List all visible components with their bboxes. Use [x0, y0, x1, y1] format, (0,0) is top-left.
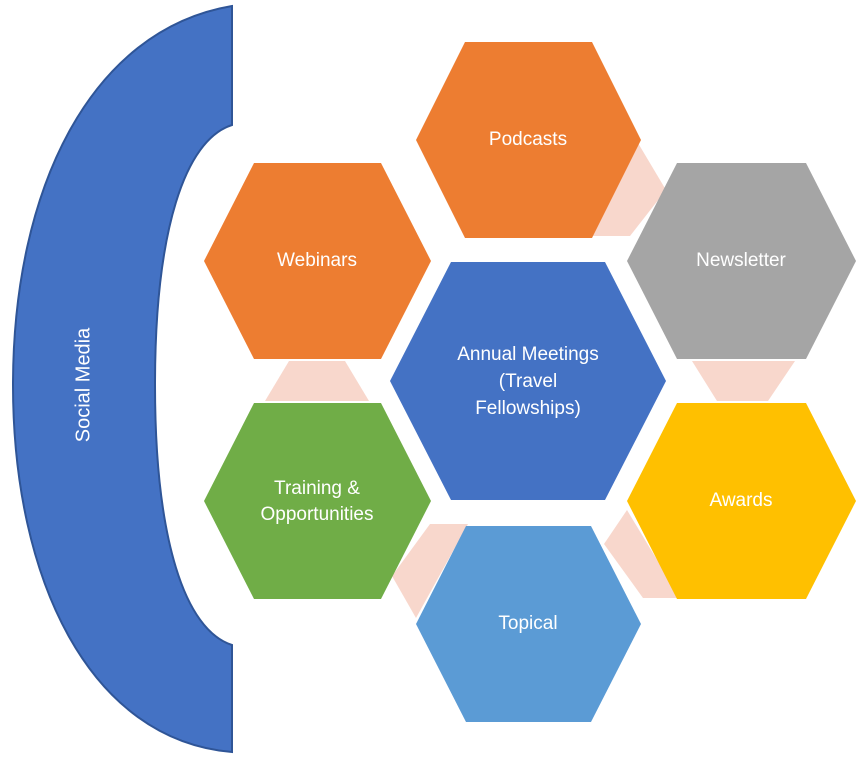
hexagon-newsletter: Newsletter [627, 163, 856, 359]
hexagon-training: Training & Opportunities [204, 403, 431, 599]
social-media-label: Social Media [72, 327, 94, 442]
hexagon-shape [204, 163, 431, 359]
hexagon-label-webinars: Webinars [277, 250, 357, 271]
hexagon-label-training-line1: Training & [274, 478, 360, 499]
connector-webinars-training [265, 361, 369, 401]
connector-podcasts-newsletter [592, 143, 666, 236]
hexagon-shape [627, 163, 856, 359]
connector-newsletter-awards [692, 361, 795, 401]
hexagon-label-newsletter: Newsletter [696, 250, 786, 271]
hexagon-shape [416, 42, 641, 238]
hexagon-topical: Topical [416, 526, 641, 722]
hexagon-label-awards: Awards [709, 490, 772, 511]
hexagon-awards: Awards [627, 403, 856, 599]
hexagon-shape [627, 403, 856, 599]
hexagon-shape [416, 526, 641, 722]
hexagon-label-annual-meetings-line3: Fellowships) [475, 398, 581, 419]
hexagon-shape [390, 262, 666, 500]
hexagon-label-topical: Topical [498, 613, 557, 634]
hexagon-podcasts: Podcasts [416, 42, 641, 238]
hexagon-label-training-line2: Opportunities [260, 504, 373, 525]
hexagon-annual-meetings: Annual Meetings (Travel Fellowships) [390, 262, 666, 500]
connector-training-topical [392, 524, 468, 618]
connectors [265, 143, 795, 618]
hexagon-label-annual-meetings-line1: Annual Meetings [457, 344, 599, 365]
social-media-arc [11, 4, 233, 754]
hexagon-label-podcasts: Podcasts [489, 129, 567, 150]
hexagon-shape [204, 403, 431, 599]
hexagon-webinars: Webinars [204, 163, 431, 359]
hexagon-label-annual-meetings-line2: (Travel [499, 371, 557, 392]
connector-awards-topical [604, 510, 680, 598]
